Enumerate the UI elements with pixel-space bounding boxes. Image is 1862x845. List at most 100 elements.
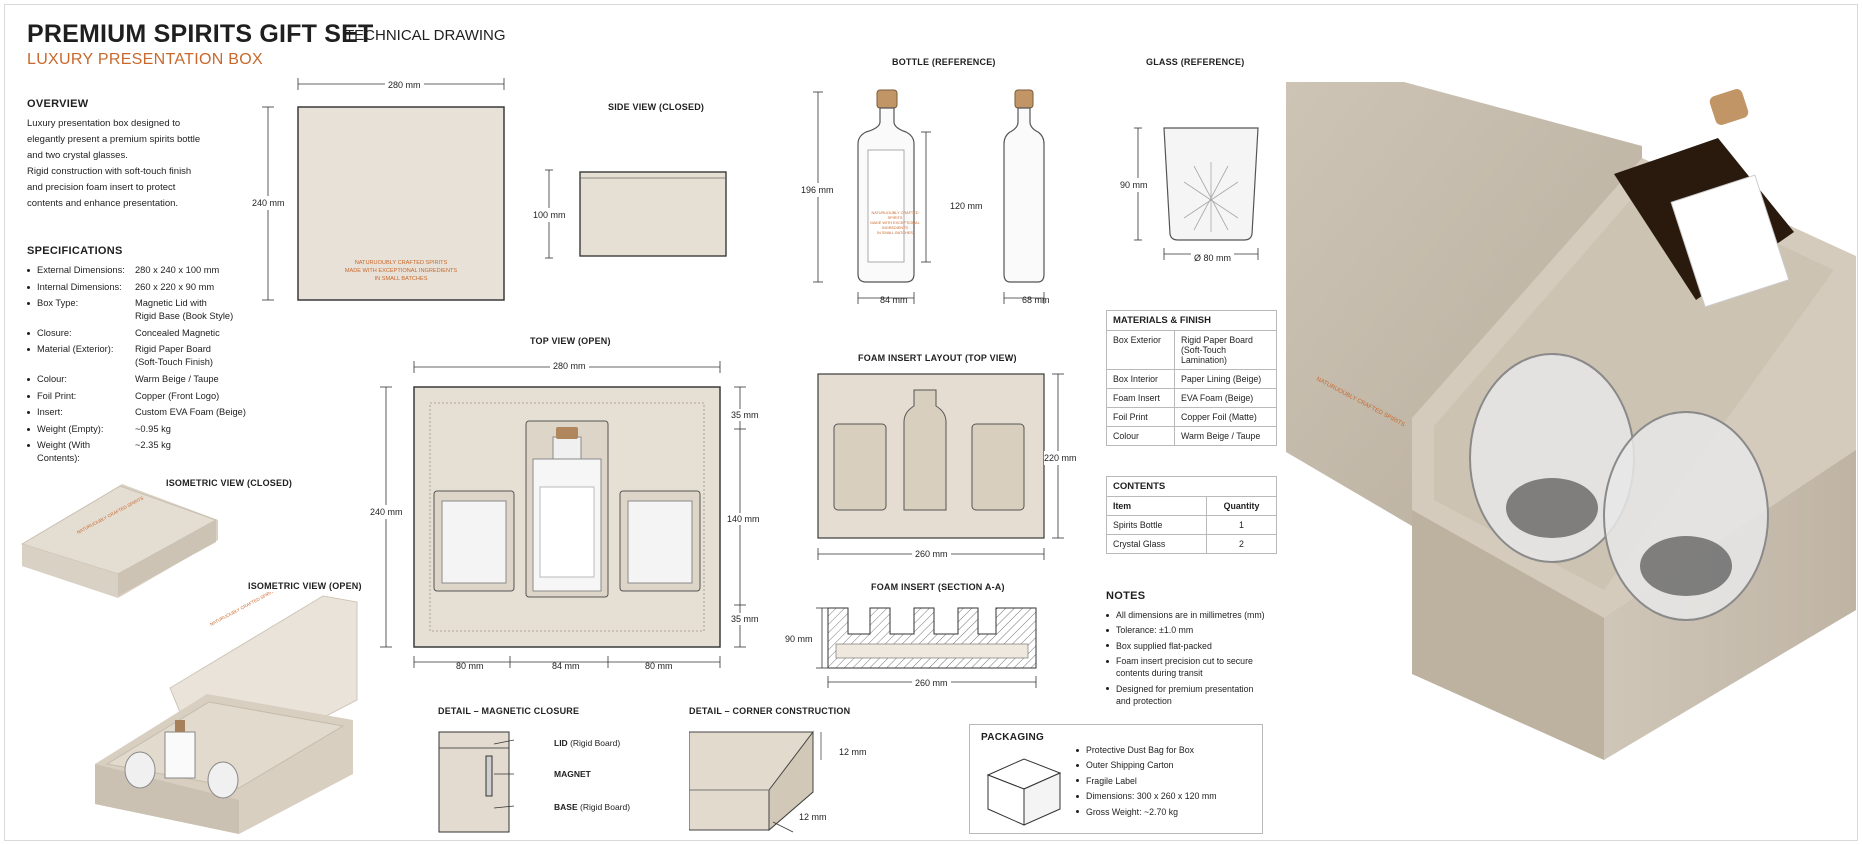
iso-open-bottle [164,731,196,779]
foam-width-dim: 260 mm [912,549,951,559]
iso-open-glass-right [207,761,239,799]
contents-col-qty: Quantity [1206,496,1277,516]
overview-heading: OVERVIEW [27,98,89,110]
spec-key: External Dimensions: [37,265,125,275]
drawing-frame [4,4,1858,841]
notes-item: Foam insert precision cut to secure cont… [1106,655,1266,679]
bottle-logo-line: NATURUOUBLY CRAFTED SPIRITS [871,211,919,220]
top-r2-dim: 140 mm [727,513,760,525]
spec-value: Magnetic Lid with Rigid Base (Book Style… [135,298,234,322]
detail-corner-label: DETAIL – CORNER CONSTRUCTION [689,706,851,716]
leader-line [493,739,515,745]
corner-dim-b: 12 mm [799,812,827,822]
iso-closed-label: ISOMETRIC VIEW (CLOSED) [166,478,293,488]
table-cell: 2 [1206,534,1277,554]
glass-diameter-dim: Ø 80 mm [1191,253,1235,263]
render-lid [1286,82,1642,526]
detail-magnetic-label: DETAIL – MAGNETIC CLOSURE [438,706,580,716]
spec-value: Concealed Magnetic [135,327,220,338]
table-header-row: CONTENTS [1106,476,1277,497]
spec-item: Material (Exterior):Rigid Paper Board (S… [27,343,247,369]
front-box-face [297,106,505,301]
detail-lid-callout: LID (Rigid Board) [554,738,620,748]
carton-icon [986,758,1062,826]
contents-col-item: Item [1106,496,1207,516]
top-bottle-cork [556,427,578,439]
front-height-dim: 240 mm [252,196,285,210]
bottle-front-cork [876,89,898,109]
top-view-label: TOP VIEW (OPEN) [530,336,611,346]
bottle-front-label [867,149,905,263]
leader-line [493,805,515,809]
bottle-side [1003,107,1045,283]
top-bottle-label [539,486,595,578]
spec-value: Custom EVA Foam (Beige) [135,407,246,418]
front-logo-line: MADE WITH EXCEPTIONAL INGREDIENTS [344,268,458,274]
render-glass-right-base [1640,536,1732,596]
render-bottle-label [1670,174,1790,308]
bottle-ref-drawing [813,89,1045,304]
overview-line: contents and enhance presentation. [27,198,179,209]
top-b2-dim: 84 mm [552,661,580,671]
front-logo-line: IN SMALL BATCHES [374,276,428,282]
top-r1-dim: 35 mm [731,409,759,421]
section-width-dim: 260 mm [912,678,951,688]
spec-value: Rigid Paper Board (Soft-Touch Finish) [135,344,214,368]
bottle-width-dim: 84 mm [880,295,908,305]
table-cell: Box Exterior [1106,330,1175,370]
table-cell: Foam Insert [1106,388,1175,408]
front-width-dim: 280 mm [385,80,424,90]
spec-key: Closure: [37,327,72,338]
notes-item: Tolerance: ±1.0 mm [1106,624,1266,636]
table-cell: Foil Print [1106,407,1175,427]
bottle-ref-label: BOTTLE (REFERENCE) [892,57,996,67]
contents-heading: CONTENTS [1106,476,1277,497]
iso-open-label: ISOMETRIC VIEW (OPEN) [248,581,362,591]
top-b1-dim: 80 mm [456,661,484,671]
packaging-item: Dimensions: 300 x 260 x 120 mm [1076,790,1261,802]
overview-line: and precision foam insert to protect [27,182,176,193]
table-cell: Crystal Glass [1106,534,1207,554]
notes-heading: NOTES [1106,590,1146,602]
detail-magnet-callout: MAGNET [554,769,591,779]
spec-item: Weight (With Contents):~2.35 kg [27,439,247,465]
foam-section-base [835,643,1029,659]
bottle-side-cork [1014,89,1034,109]
table-cell: Colour [1106,426,1175,446]
page-subtitle: TECHNICAL DRAWING [345,27,506,44]
spec-value: ~0.95 kg [135,423,171,434]
iso-closed-side-right [118,520,216,596]
notes-item: Designed for premium presentation and pr… [1106,683,1266,707]
packaging-heading: PACKAGING [981,732,1045,743]
spec-value: ~2.35 kg [135,440,171,451]
carton-right [1023,772,1061,826]
notes-item: Box supplied flat-packed [1106,640,1266,652]
packaging-list: Protective Dust Bag for Box Outer Shippi… [1076,744,1261,821]
spec-key: Box Type: [37,298,79,309]
notes-item: All dimensions are in millimetres (mm) [1106,609,1266,621]
front-logo-line: NATURUOUBLY CRAFTED SPIRITS [354,260,448,266]
glass-ref-label: GLASS (REFERENCE) [1146,57,1245,67]
specs-list: External Dimensions:280 x 240 x 100 mm I… [27,264,247,469]
detail-corner-side [768,730,814,832]
side-view-drawing [545,169,727,259]
packaging-item: Protective Dust Bag for Box [1076,744,1261,756]
detail-base-text: BASE [554,802,578,812]
bottle-label-height-dim: 120 mm [950,199,983,213]
detail-magnetic-panel [438,731,510,833]
top-box-inner [429,402,705,632]
spec-key: Foil Print: [37,390,77,401]
overview-text: Luxury presentation box designed to eleg… [27,116,200,212]
spec-item: Colour:Warm Beige / Taupe [27,373,247,386]
iso-closed-drawing: NATURUOUBLY CRAFTED SPIRITS [20,484,218,598]
top-height-dim: 240 mm [370,505,403,519]
table-cell: Spirits Bottle [1106,515,1207,535]
glass-height-dim: 90 mm [1120,178,1148,192]
foam-glass-cut-right [971,423,1025,511]
packaging-panel: PACKAGING Protective Dust Bag for Box Ou… [969,724,1263,834]
